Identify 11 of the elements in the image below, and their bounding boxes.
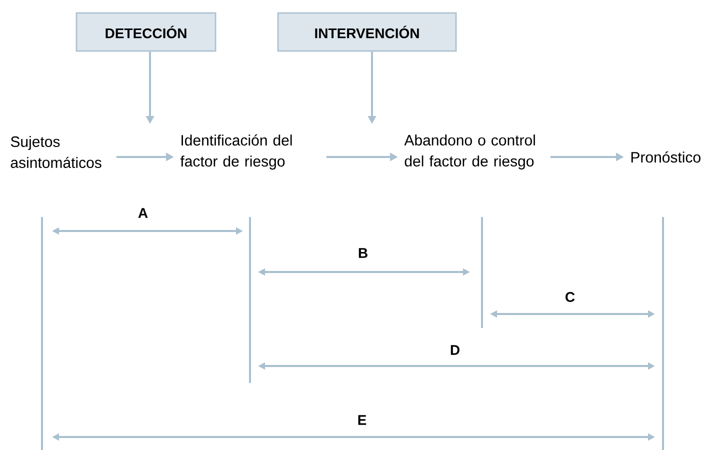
dimension-label: D [450,345,460,355]
stage-text: Sujetos asintomáticos [10,136,102,168]
header-box: INTERVENCIÓN [277,12,457,52]
dimension-label: E [358,415,366,425]
stage-text: Abandono o control del factor de riesgo [404,134,535,170]
stage-text: Pronóstico [631,151,700,163]
header-box: DETECCIÓN [76,12,216,52]
dimension-label: A [138,208,148,218]
dimension-label: C [566,292,575,302]
stage-text: Identificación del factor de riesgo [180,134,292,170]
dimension-label: B [358,248,368,258]
